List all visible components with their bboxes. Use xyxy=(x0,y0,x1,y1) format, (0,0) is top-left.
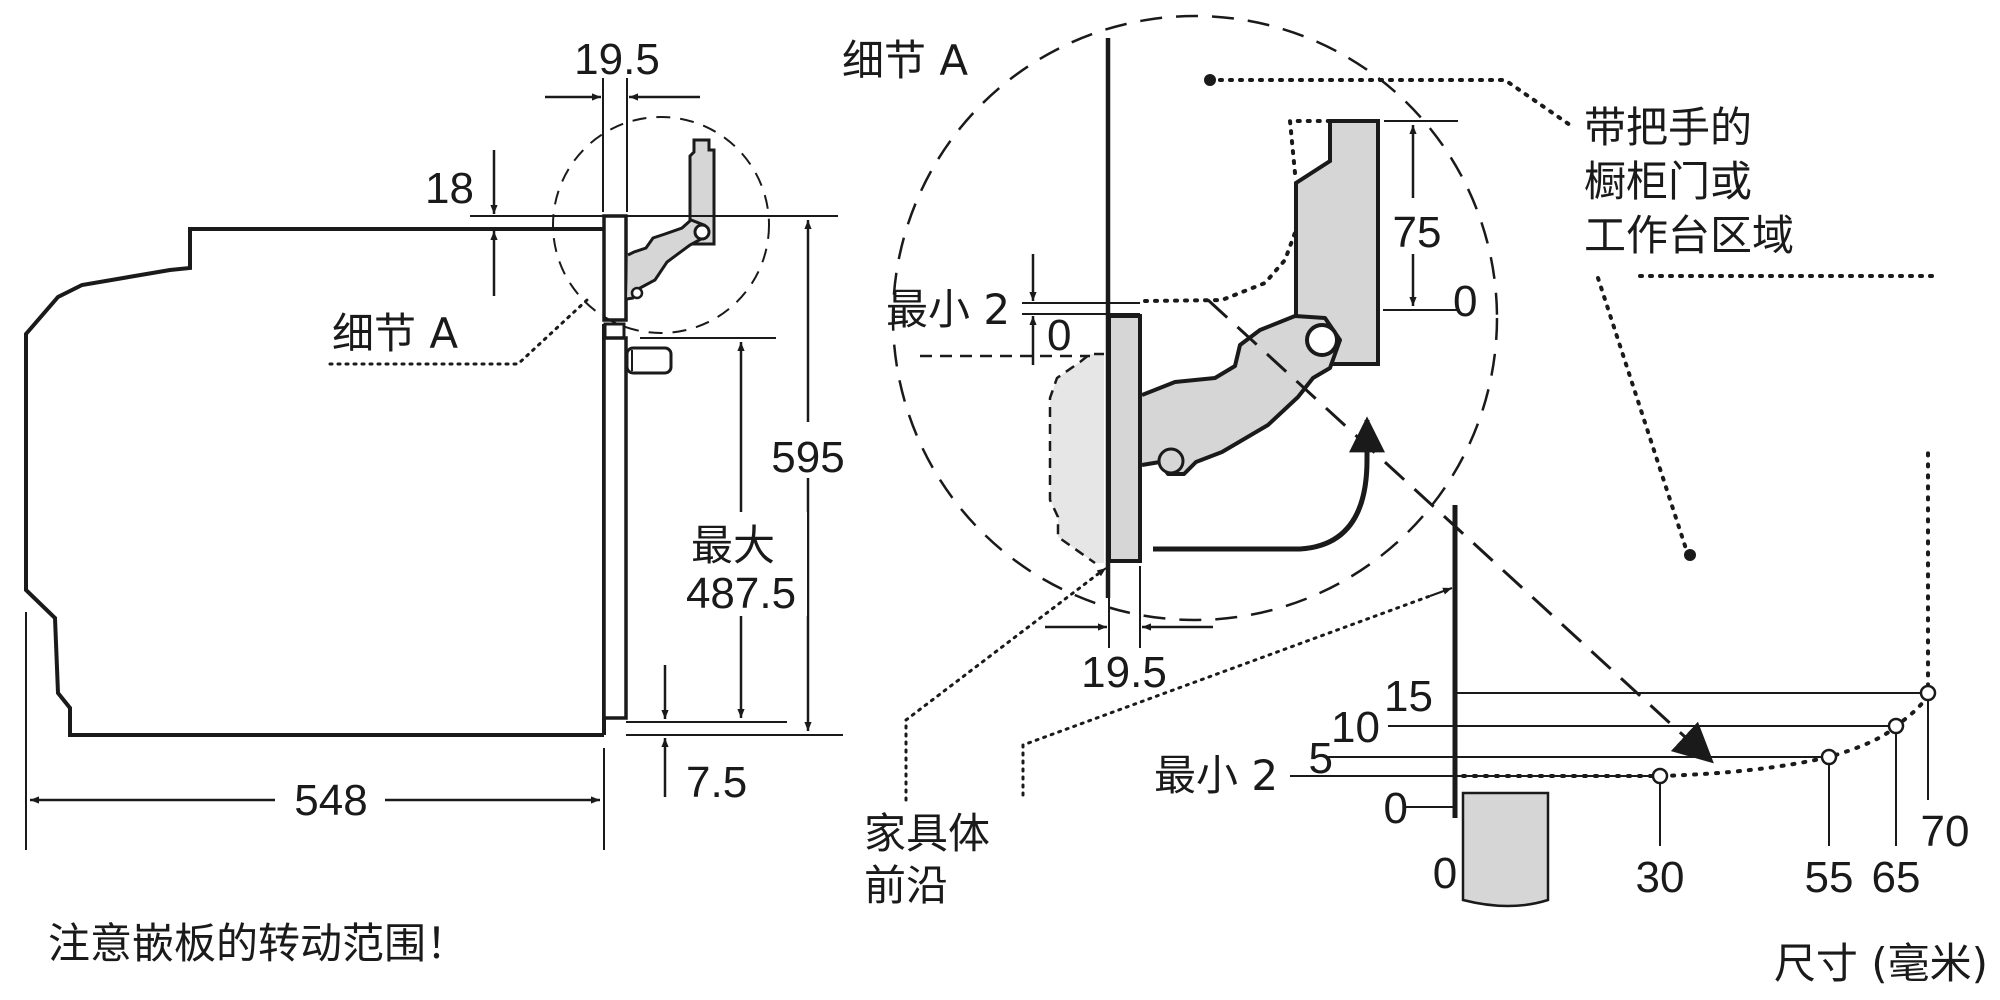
clearance-point-30 xyxy=(1651,767,1669,785)
cabinet-note-line3: 工作台区域 xyxy=(1584,211,1794,260)
oven-panel-detail xyxy=(1107,314,1142,563)
detail-a-title: 细节 A xyxy=(842,36,968,85)
chart-y-label-15: 15 xyxy=(1384,672,1433,721)
detail-a-callout-circle xyxy=(552,116,770,334)
clearance-point-55 xyxy=(1820,748,1838,766)
dim-depth-label: 548 xyxy=(294,776,367,825)
lift-arrow xyxy=(1153,416,1385,552)
hinge-arm-detail xyxy=(1141,314,1342,476)
chart-min-label: 最小 2 xyxy=(1154,751,1278,800)
clearance-curve xyxy=(1461,448,1930,778)
chart-y-label-5: 5 xyxy=(1309,734,1333,783)
chart-x-label-55: 55 xyxy=(1805,853,1854,902)
zero-right-label: 0 xyxy=(1453,277,1477,326)
dim-bottom-gap-label: 19.5 xyxy=(1081,648,1167,697)
clearance-point-70 xyxy=(1919,684,1937,702)
dim-door-height-label: 75 xyxy=(1393,208,1442,257)
units-label: 尺寸 (毫米) xyxy=(1774,939,1988,988)
oven-knob xyxy=(625,346,673,375)
swing-panel-ghost xyxy=(1050,354,1104,563)
chart-x-label-70: 70 xyxy=(1921,807,1970,856)
dim-height-label: 595 xyxy=(771,433,844,482)
detail-a-view: 细节 A 75 0 最小 2 0 带把手的 橱柜门或 工作台区域 xyxy=(842,14,1937,910)
dim-max-label: 最大 xyxy=(691,521,775,570)
chart-y-label-10: 10 xyxy=(1331,703,1380,752)
chart-x-label-65: 65 xyxy=(1872,853,1921,902)
detail-a-label-left: 细节 A xyxy=(332,309,458,358)
min-label-detail: 最小 2 xyxy=(886,285,1010,334)
clearance-chart: 15 10 5 最小 2 0 0 30 55 65 70 xyxy=(1154,448,1970,908)
rotation-warning-note: 注意嵌板的转动范围！ xyxy=(48,919,468,968)
chart-x-label-0: 0 xyxy=(1433,849,1457,898)
dim-bottom-offset-label: 7.5 xyxy=(686,758,747,807)
detail-a-circle xyxy=(891,14,1499,622)
clearance-cabinet-block xyxy=(1461,791,1550,908)
left-dimensions: 19.5 18 细节 A 595 最大 487.5 7.5 548 xyxy=(25,35,848,850)
dim-top-gap-label: 19.5 xyxy=(574,35,660,84)
cabinet-note-line1: 带把手的 xyxy=(1584,103,1752,152)
chart-x-label-30: 30 xyxy=(1636,853,1685,902)
furniture-label-line1: 家具体 xyxy=(864,809,990,858)
oven-front-panel xyxy=(602,214,628,322)
oven-body-outline xyxy=(24,227,604,737)
swing-path-dashed xyxy=(1206,298,1714,764)
chart-y-label-0: 0 xyxy=(1384,784,1408,833)
oven-door xyxy=(602,336,628,720)
dim-max-value-label: 487.5 xyxy=(686,569,796,618)
oven-side-view xyxy=(24,116,770,737)
mini-cabinet-door xyxy=(688,138,716,246)
cabinet-note-line2: 橱柜门或 xyxy=(1584,157,1752,206)
clearance-point-65 xyxy=(1887,717,1905,735)
furniture-label-line2: 前沿 xyxy=(864,861,948,910)
zero-left-label: 0 xyxy=(1047,311,1071,360)
dim-upper-offset-label: 18 xyxy=(425,164,474,213)
